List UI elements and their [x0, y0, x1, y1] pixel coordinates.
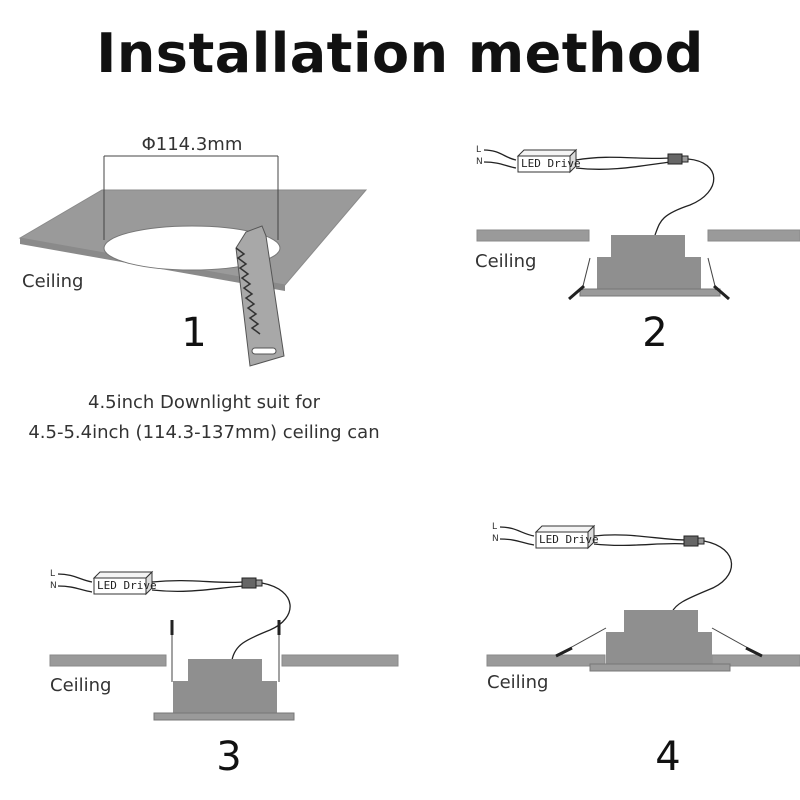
cutout-hole: [103, 225, 281, 271]
led-driver-label: LED Drive: [539, 533, 599, 546]
dimension-label: Φ114.3mm: [142, 134, 243, 155]
downlight: [153, 620, 295, 721]
step-number: 3: [216, 734, 241, 780]
ceiling-slab-left: [486, 654, 606, 667]
ceiling-label: Ceiling: [475, 251, 536, 272]
step-number: 4: [655, 734, 680, 780]
step-4: L N LED Drive Ceiling 4: [486, 522, 800, 780]
ceiling-label: Ceiling: [22, 271, 83, 292]
step-number: 1: [181, 310, 206, 356]
wire-l-label: L: [492, 522, 497, 532]
step-1: Φ114.3mm Ceiling 1: [18, 134, 368, 367]
wire-l-label: L: [476, 145, 481, 155]
step-number: 2: [642, 310, 667, 356]
connector-icon: [667, 153, 689, 165]
connector-icon: [241, 577, 263, 589]
note-line-2: 4.5-5.4inch (114.3-137mm) ceiling can: [28, 422, 379, 443]
wire-l-label: L: [50, 569, 55, 579]
led-driver-label: LED Drive: [97, 579, 157, 592]
downlight: [555, 610, 763, 672]
ceiling-slab-left: [49, 654, 167, 667]
wire-n-label: N: [476, 157, 483, 167]
ceiling-slab-right: [707, 229, 800, 242]
saw-icon: [235, 225, 285, 367]
ceiling-slab-right: [281, 654, 399, 667]
downlight: [568, 235, 730, 301]
ceiling-slab-left: [476, 229, 590, 242]
ceiling-label: Ceiling: [50, 675, 111, 696]
step-2: L N LED Drive Ceiling 2: [475, 145, 800, 356]
page-title: Installation method: [96, 22, 704, 85]
wire-n-label: N: [50, 581, 57, 591]
wire-n-label: N: [492, 534, 499, 544]
ceiling-label: Ceiling: [487, 672, 548, 693]
note-line-1: 4.5inch Downlight suit for: [88, 392, 321, 413]
connector-icon: [683, 535, 705, 547]
size-note: 4.5inch Downlight suit for 4.5-5.4inch (…: [28, 392, 379, 443]
step-3: L N LED Drive Ceiling 3: [49, 569, 399, 780]
led-driver-label: LED Drive: [521, 157, 581, 170]
